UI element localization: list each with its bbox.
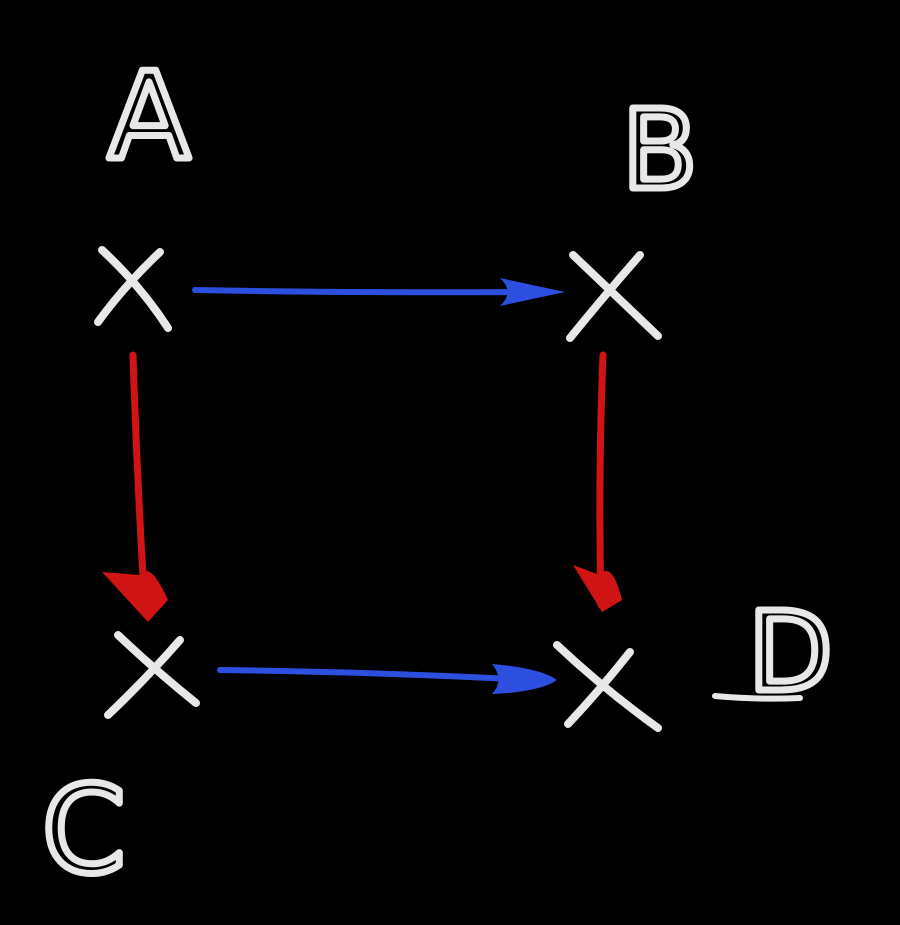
- arrow-b-to-d: [573, 351, 622, 612]
- label-c: C: [42, 762, 126, 901]
- arrow-a-to-b: [192, 278, 565, 306]
- label-b: B: [622, 86, 697, 214]
- node-mark-d: [553, 641, 662, 732]
- node-mark-b: [566, 251, 662, 342]
- label-d-underline: [712, 693, 803, 702]
- node-mark-a: [94, 246, 172, 332]
- arrow-a-to-c: [102, 351, 168, 622]
- label-a: A: [108, 48, 190, 187]
- arrow-c-to-d: [217, 664, 557, 694]
- node-mark-c: [104, 631, 200, 719]
